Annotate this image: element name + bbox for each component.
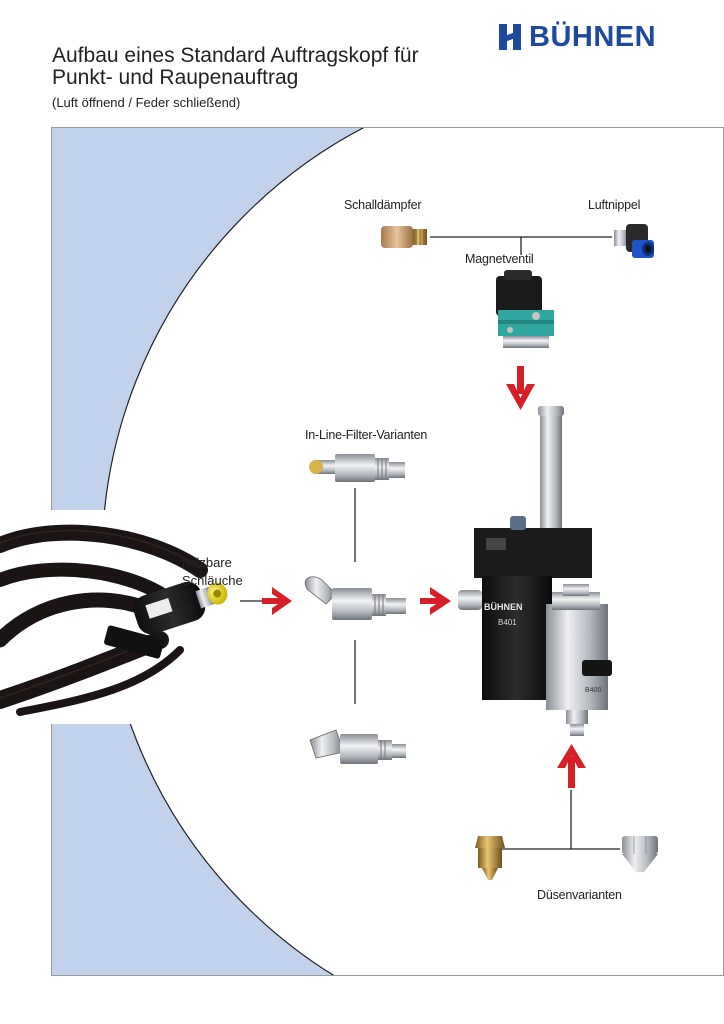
title-line-1: Aufbau eines Standard Auftragskopf für xyxy=(52,44,419,67)
head-brand-text: BÜHNEN xyxy=(484,602,523,612)
luftnippel-image xyxy=(614,224,654,258)
label-duesen: Düsenvarianten xyxy=(537,888,622,902)
page-subtitle: (Luft öffnend / Feder schließend) xyxy=(52,95,241,110)
label-schalldaempfer: Schalldämpfer xyxy=(344,198,422,212)
heizbare-schlaeuche-image xyxy=(0,510,240,724)
arrow-up-icon xyxy=(557,744,586,788)
arrows xyxy=(262,366,586,788)
magnetventil-image xyxy=(496,270,554,348)
label-inline-filter: In-Line-Filter-Varianten xyxy=(305,428,428,442)
title-line-2: Punkt- und Raupenauftrag xyxy=(52,66,299,89)
inline-filter-variant-middle-image xyxy=(304,576,406,620)
inline-filter-variant-top-image xyxy=(309,454,405,482)
connector-lines xyxy=(215,236,620,850)
inline-filter-variant-bottom-image xyxy=(309,729,406,764)
head-model-text: B401 xyxy=(498,618,517,627)
label-magnetventil: Magnetventil xyxy=(465,252,534,266)
arrow-right-icon xyxy=(420,587,451,615)
page-title: Aufbau eines Standard Auftragskopf für P… xyxy=(52,45,419,89)
brand-name: BÜHNEN xyxy=(529,20,657,53)
schalldaempfer-image xyxy=(381,226,427,248)
arrow-down-icon xyxy=(506,366,535,410)
label-heizbare-line-1: heizbare xyxy=(182,555,232,570)
auftragskopf-image xyxy=(458,406,612,736)
label-heizbare-line-2: Schläuche xyxy=(182,573,243,588)
nozzle-variant-brass-image xyxy=(475,836,505,880)
nozzle-block-text: B400 xyxy=(585,687,602,694)
label-luftnippel: Luftnippel xyxy=(588,198,641,212)
buehnen-logo-mark-icon xyxy=(499,24,521,50)
arrow-right-icon xyxy=(262,587,292,615)
nozzle-variant-steel-image xyxy=(622,836,658,872)
buehnen-logo: BÜHNEN xyxy=(499,20,657,53)
